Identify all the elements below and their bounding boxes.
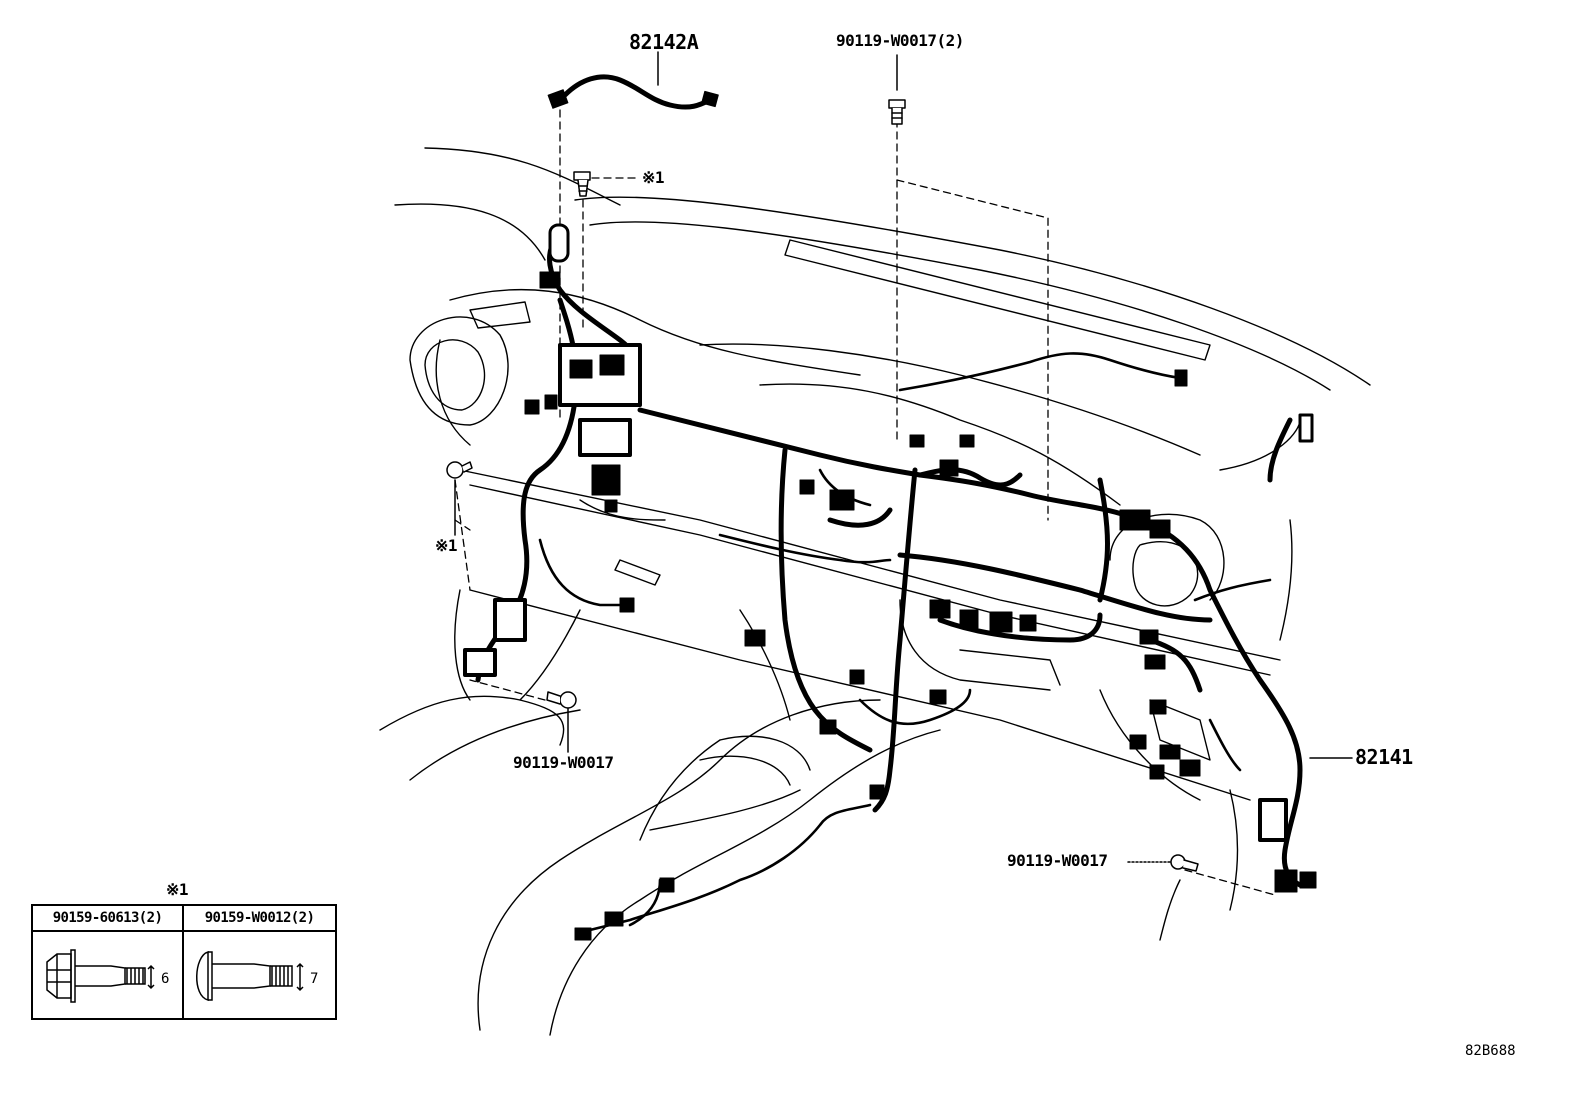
- label-mark-top: ※1: [642, 168, 665, 187]
- bolt-top-icon: [888, 99, 906, 125]
- callout-lines: [454, 51, 1353, 863]
- label-bolt-right: 90119-W0017: [1007, 851, 1108, 870]
- fastener-legend-table: 90159-60613(2) 6 90159-W0012(2) 7: [31, 904, 337, 1020]
- bolt-left-icon: [546, 691, 577, 709]
- legend-right-dim: 7: [310, 971, 319, 987]
- label-bolt-top: 90119-W0017(2): [836, 31, 964, 50]
- bolt-mark-top-icon: [573, 171, 591, 197]
- label-bolt-left: 90119-W0017: [513, 753, 614, 772]
- legend-left-part: 90159-60613(2): [33, 906, 182, 932]
- legend-mark: ※1: [166, 880, 189, 899]
- hex-bolt-icon: [46, 949, 155, 1003]
- bolt-right-icon: [1170, 854, 1199, 872]
- legend-right-part: 90159-W0012(2): [184, 906, 335, 932]
- label-82141: 82141: [1355, 745, 1413, 769]
- legend-left-dim: 6: [161, 971, 170, 987]
- legend-cell-right: 90159-W0012(2) 7: [184, 906, 335, 1018]
- connectors: [463, 89, 1317, 941]
- label-mark-left: ※1: [435, 536, 458, 555]
- legend-cell-left: 90159-60613(2) 6: [33, 906, 184, 1018]
- harness-82142a: [562, 74, 713, 110]
- bolt-mark-left-icon: [446, 461, 473, 479]
- harness-branches: [538, 352, 1272, 932]
- round-bolt-icon: [196, 951, 304, 1001]
- diagram-code: 82B688: [1465, 1043, 1516, 1059]
- bolt-icons: [446, 99, 1199, 872]
- label-82142a: 82142A: [629, 30, 699, 54]
